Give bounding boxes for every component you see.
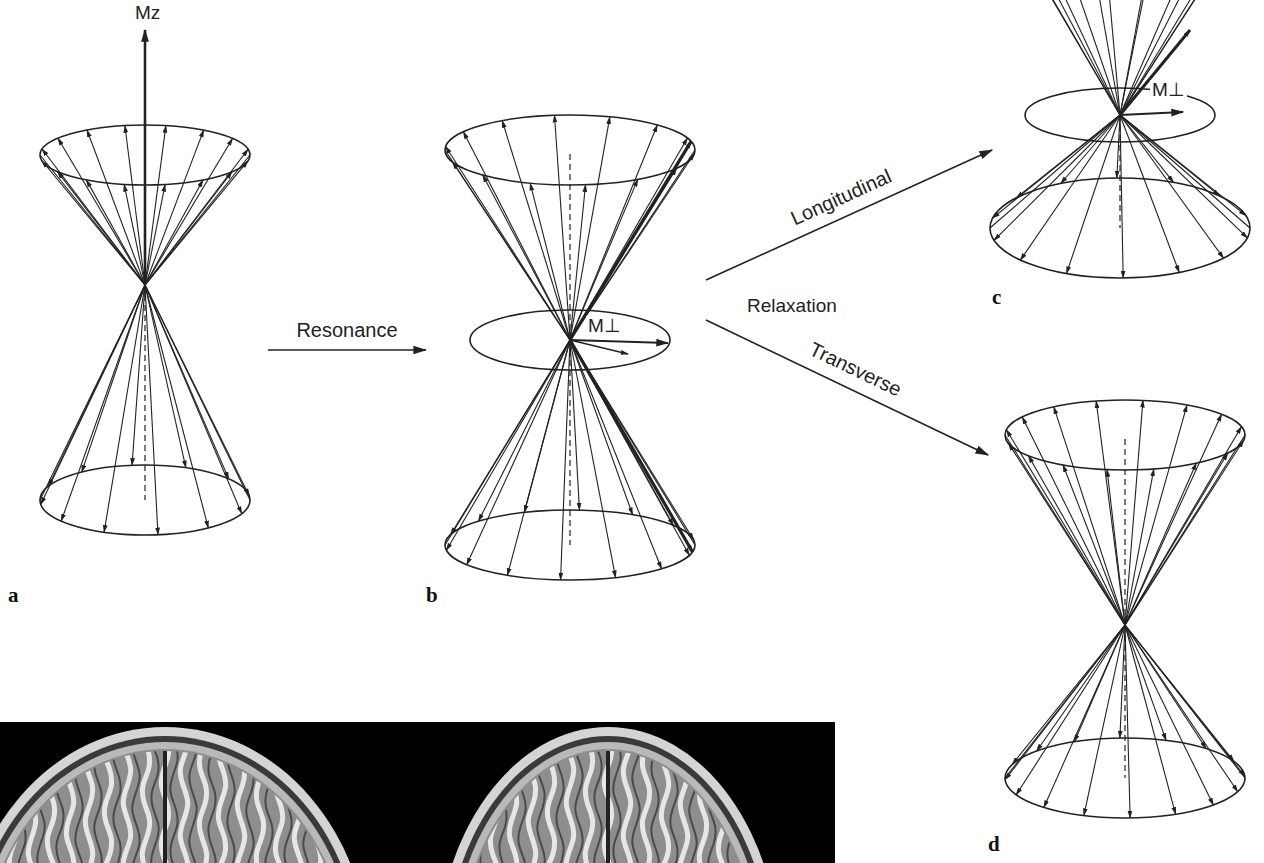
panel-figure: d bbox=[988, 395, 1260, 855]
panel-figure: c bbox=[992, 0, 1260, 308]
panel-letter: c bbox=[992, 287, 1001, 308]
panel-letter: d bbox=[988, 834, 1000, 855]
vector-label: M⊥ bbox=[586, 316, 623, 337]
edge-label: Transverse bbox=[804, 337, 907, 401]
panel-letter: b bbox=[426, 585, 438, 606]
magnetization-cones bbox=[40, 0, 1250, 818]
vector-label: Mz bbox=[133, 3, 162, 24]
panel-figure: b bbox=[426, 100, 706, 606]
edge-label: Longitudinal bbox=[785, 164, 896, 230]
transition-arrow bbox=[706, 320, 988, 455]
vector-label: M⊥ bbox=[1150, 80, 1187, 101]
panel-letter: a bbox=[8, 585, 19, 606]
mri-image bbox=[0, 722, 835, 863]
transition-arrow bbox=[706, 150, 992, 280]
process-label: Relaxation bbox=[745, 296, 839, 317]
edge-label: Resonance bbox=[294, 319, 399, 341]
transition-arrow bbox=[268, 349, 426, 351]
panel-figure: a bbox=[8, 10, 268, 606]
